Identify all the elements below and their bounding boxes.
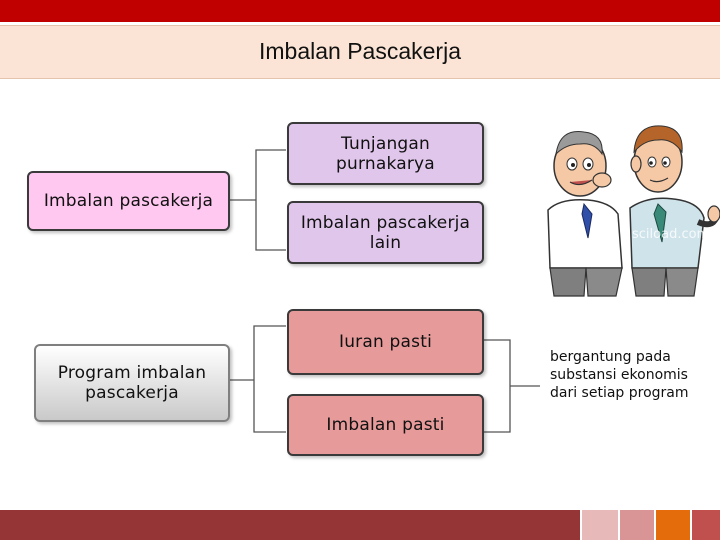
box-imbalan-pascakerja-label: Imbalan pascakerja [43, 191, 214, 211]
box-imbalan-pascakerja: Imbalan pascakerja [27, 171, 230, 231]
top-accent-divider [0, 22, 720, 25]
bracket-right-group [484, 339, 511, 433]
box-program-imbalan-label: Program imbalan pascakerja [57, 363, 207, 403]
box-imbalan-pasti-label: Imbalan pasti [326, 415, 445, 435]
box-imbalan-pasti: Imbalan pasti [287, 394, 484, 456]
bracket-top-group [255, 149, 286, 251]
box-iuran-pasti-label: Iuran pasti [338, 332, 433, 352]
footer-block-1 [582, 510, 618, 540]
footer-block-3 [656, 510, 690, 540]
note-bergantung: bergantung pada substansi ekonomis dari … [550, 349, 689, 401]
box-imbalan-pascakerja-lain: Imbalan pascakerja lain [287, 201, 484, 264]
two-men-whispering-illustration: sciload.com [547, 125, 720, 297]
box-imbalan-lain-label: Imbalan pascakerja lain [300, 212, 471, 253]
box-iuran-pasti: Iuran pasti [287, 309, 484, 375]
footer-bar [0, 510, 580, 540]
box-tunjangan-label: Tunjangan purnakarya [336, 133, 435, 174]
title-band [0, 25, 720, 79]
bracket-bottom-group [253, 325, 286, 433]
footer-block-2 [620, 510, 654, 540]
box-program-imbalan: Program imbalan pascakerja [34, 344, 230, 422]
slide-title: Imbalan Pascakerja [259, 38, 461, 64]
top-accent-bar [0, 0, 720, 22]
watermark-text: sciload.com [632, 227, 709, 242]
footer-block-4 [692, 510, 720, 540]
box-tunjangan-purnakarya: Tunjangan purnakarya [287, 122, 484, 185]
